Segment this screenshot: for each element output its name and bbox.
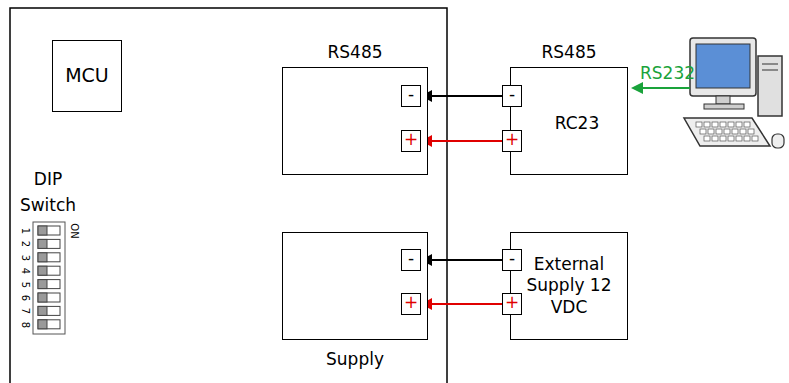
node-text: + [505, 129, 519, 150]
pin-number: 4 [20, 268, 30, 274]
wire-connector [431, 259, 502, 261]
signal-name: RS232 [640, 63, 695, 83]
terminal-box: - [502, 85, 522, 107]
converter-box: RS485RC23-+ [510, 67, 628, 175]
terminal-box: + [502, 130, 522, 152]
node-text: + [404, 292, 418, 313]
terminal-box: + [401, 293, 421, 315]
rs232-arrow [631, 82, 690, 94]
dip-switch-symbol [33, 222, 65, 334]
wire-connector [431, 303, 502, 305]
terminal-box: - [401, 85, 421, 107]
terminal-box: + [502, 293, 522, 315]
terminal-box: - [502, 249, 522, 271]
terminal-box: + [401, 130, 421, 152]
node-text: - [408, 84, 414, 105]
board-outline [10, 8, 447, 383]
mcu-box: MCU [52, 40, 122, 112]
pin-number: 6 [20, 295, 30, 301]
node-text: - [509, 84, 515, 105]
node-text: RS485 [511, 42, 627, 62]
node-text: MCU [65, 64, 109, 88]
power-supply-box: External Supply 12 VDC-+ [510, 232, 628, 340]
pin-number: 8 [20, 322, 30, 328]
terminal-box: - [401, 249, 421, 271]
computer-icon [684, 38, 784, 148]
part-label: DIP Switch [12, 167, 84, 218]
node-text: + [505, 292, 519, 313]
pin-number: 7 [20, 308, 30, 314]
node-text: - [509, 248, 515, 269]
node-text: RC23 [555, 113, 599, 134]
pin-number: 5 [20, 281, 30, 287]
pin-number: 1 [20, 228, 30, 234]
node-text: + [404, 129, 418, 150]
wire-connector [431, 140, 502, 142]
node-text: RS485 [283, 42, 427, 62]
node-text: - [408, 248, 414, 269]
wire-connector [431, 95, 502, 97]
switch-on-label: ON [69, 223, 79, 238]
pin-number: 3 [20, 255, 30, 261]
node-text: External Supply 12 VDC [521, 254, 617, 318]
rs485-block: RS485-+ [282, 67, 428, 175]
pin-number: 2 [20, 241, 30, 247]
node-text: Supply [283, 349, 427, 369]
supply-block: Supply-+ [282, 232, 428, 340]
